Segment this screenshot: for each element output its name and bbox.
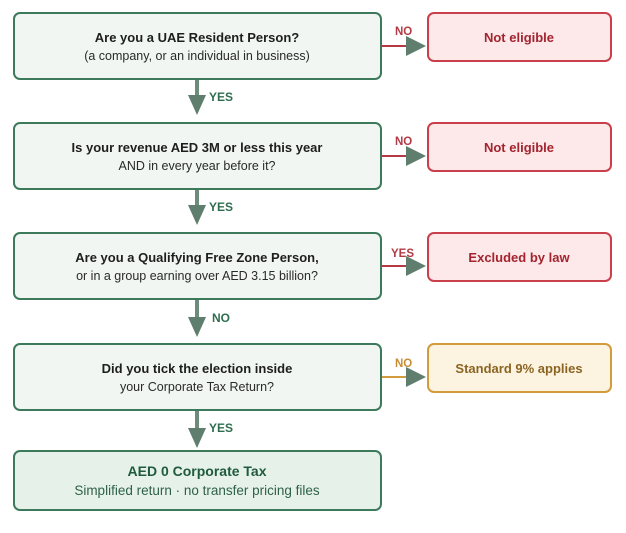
- down-arrow-head-4: [188, 428, 206, 448]
- down-arrow-shaft-3: [195, 300, 199, 318]
- question-free-zone-title: Are you a Qualifying Free Zone Person,: [75, 250, 318, 265]
- down-arrow-head-1: [188, 95, 206, 115]
- down-arrow-shaft-4: [195, 411, 199, 429]
- down-label-2: YES: [209, 200, 233, 214]
- question-free-zone-detail: or in a group earning over AED 3.15 bill…: [76, 269, 318, 283]
- branch-label-4: NO: [395, 358, 412, 370]
- outcome-box-2: [427, 122, 612, 172]
- down-arrow-head-3: [188, 317, 206, 337]
- branch-arrow-head-2: [406, 146, 426, 166]
- branch-arrow-head-4: [406, 367, 426, 387]
- branch-arrow-head-3: [406, 256, 426, 276]
- branch-label-2: NO: [395, 136, 412, 148]
- outcome-not-eligible-1: Not eligible: [484, 30, 554, 45]
- outcome-standard-rate: Standard 9% applies: [455, 361, 582, 376]
- question-resident-title: Are you a UAE Resident Person?: [95, 30, 299, 45]
- branch-arrow-head-1: [406, 36, 426, 56]
- down-label-4: YES: [209, 421, 233, 435]
- question-box-free-zone: [13, 232, 382, 300]
- question-election-title: Did you tick the election inside: [102, 361, 293, 376]
- result-box: [13, 450, 382, 511]
- branch-label-3: YES: [391, 248, 414, 260]
- question-revenue-detail: AND in every year before it?: [118, 159, 275, 173]
- down-arrow-shaft-2: [195, 190, 199, 206]
- question-box-resident: [13, 12, 382, 80]
- outcome-box-4: [427, 343, 612, 393]
- question-resident-detail: (a company, or an individual in business…: [84, 49, 310, 63]
- question-box-revenue: [13, 122, 382, 190]
- down-label-1: YES: [209, 90, 233, 104]
- outcome-not-eligible-2: Not eligible: [484, 140, 554, 155]
- result-title: AED 0 Corporate Tax: [128, 463, 267, 479]
- result-detail: Simplified return · no transfer pricing …: [74, 483, 320, 498]
- outcome-box-3: [427, 232, 612, 282]
- outcome-box-1: [427, 12, 612, 62]
- outcome-excluded: Excluded by law: [468, 250, 570, 265]
- question-election-detail: your Corporate Tax Return?: [120, 380, 274, 394]
- branch-label-1: NO: [395, 26, 412, 38]
- down-arrow-head-2: [188, 205, 206, 225]
- down-arrow-shaft-1: [195, 80, 199, 96]
- down-label-3: NO: [212, 311, 230, 325]
- question-revenue-title: Is your revenue AED 3M or less this year: [72, 140, 323, 155]
- question-box-election: [13, 343, 382, 411]
